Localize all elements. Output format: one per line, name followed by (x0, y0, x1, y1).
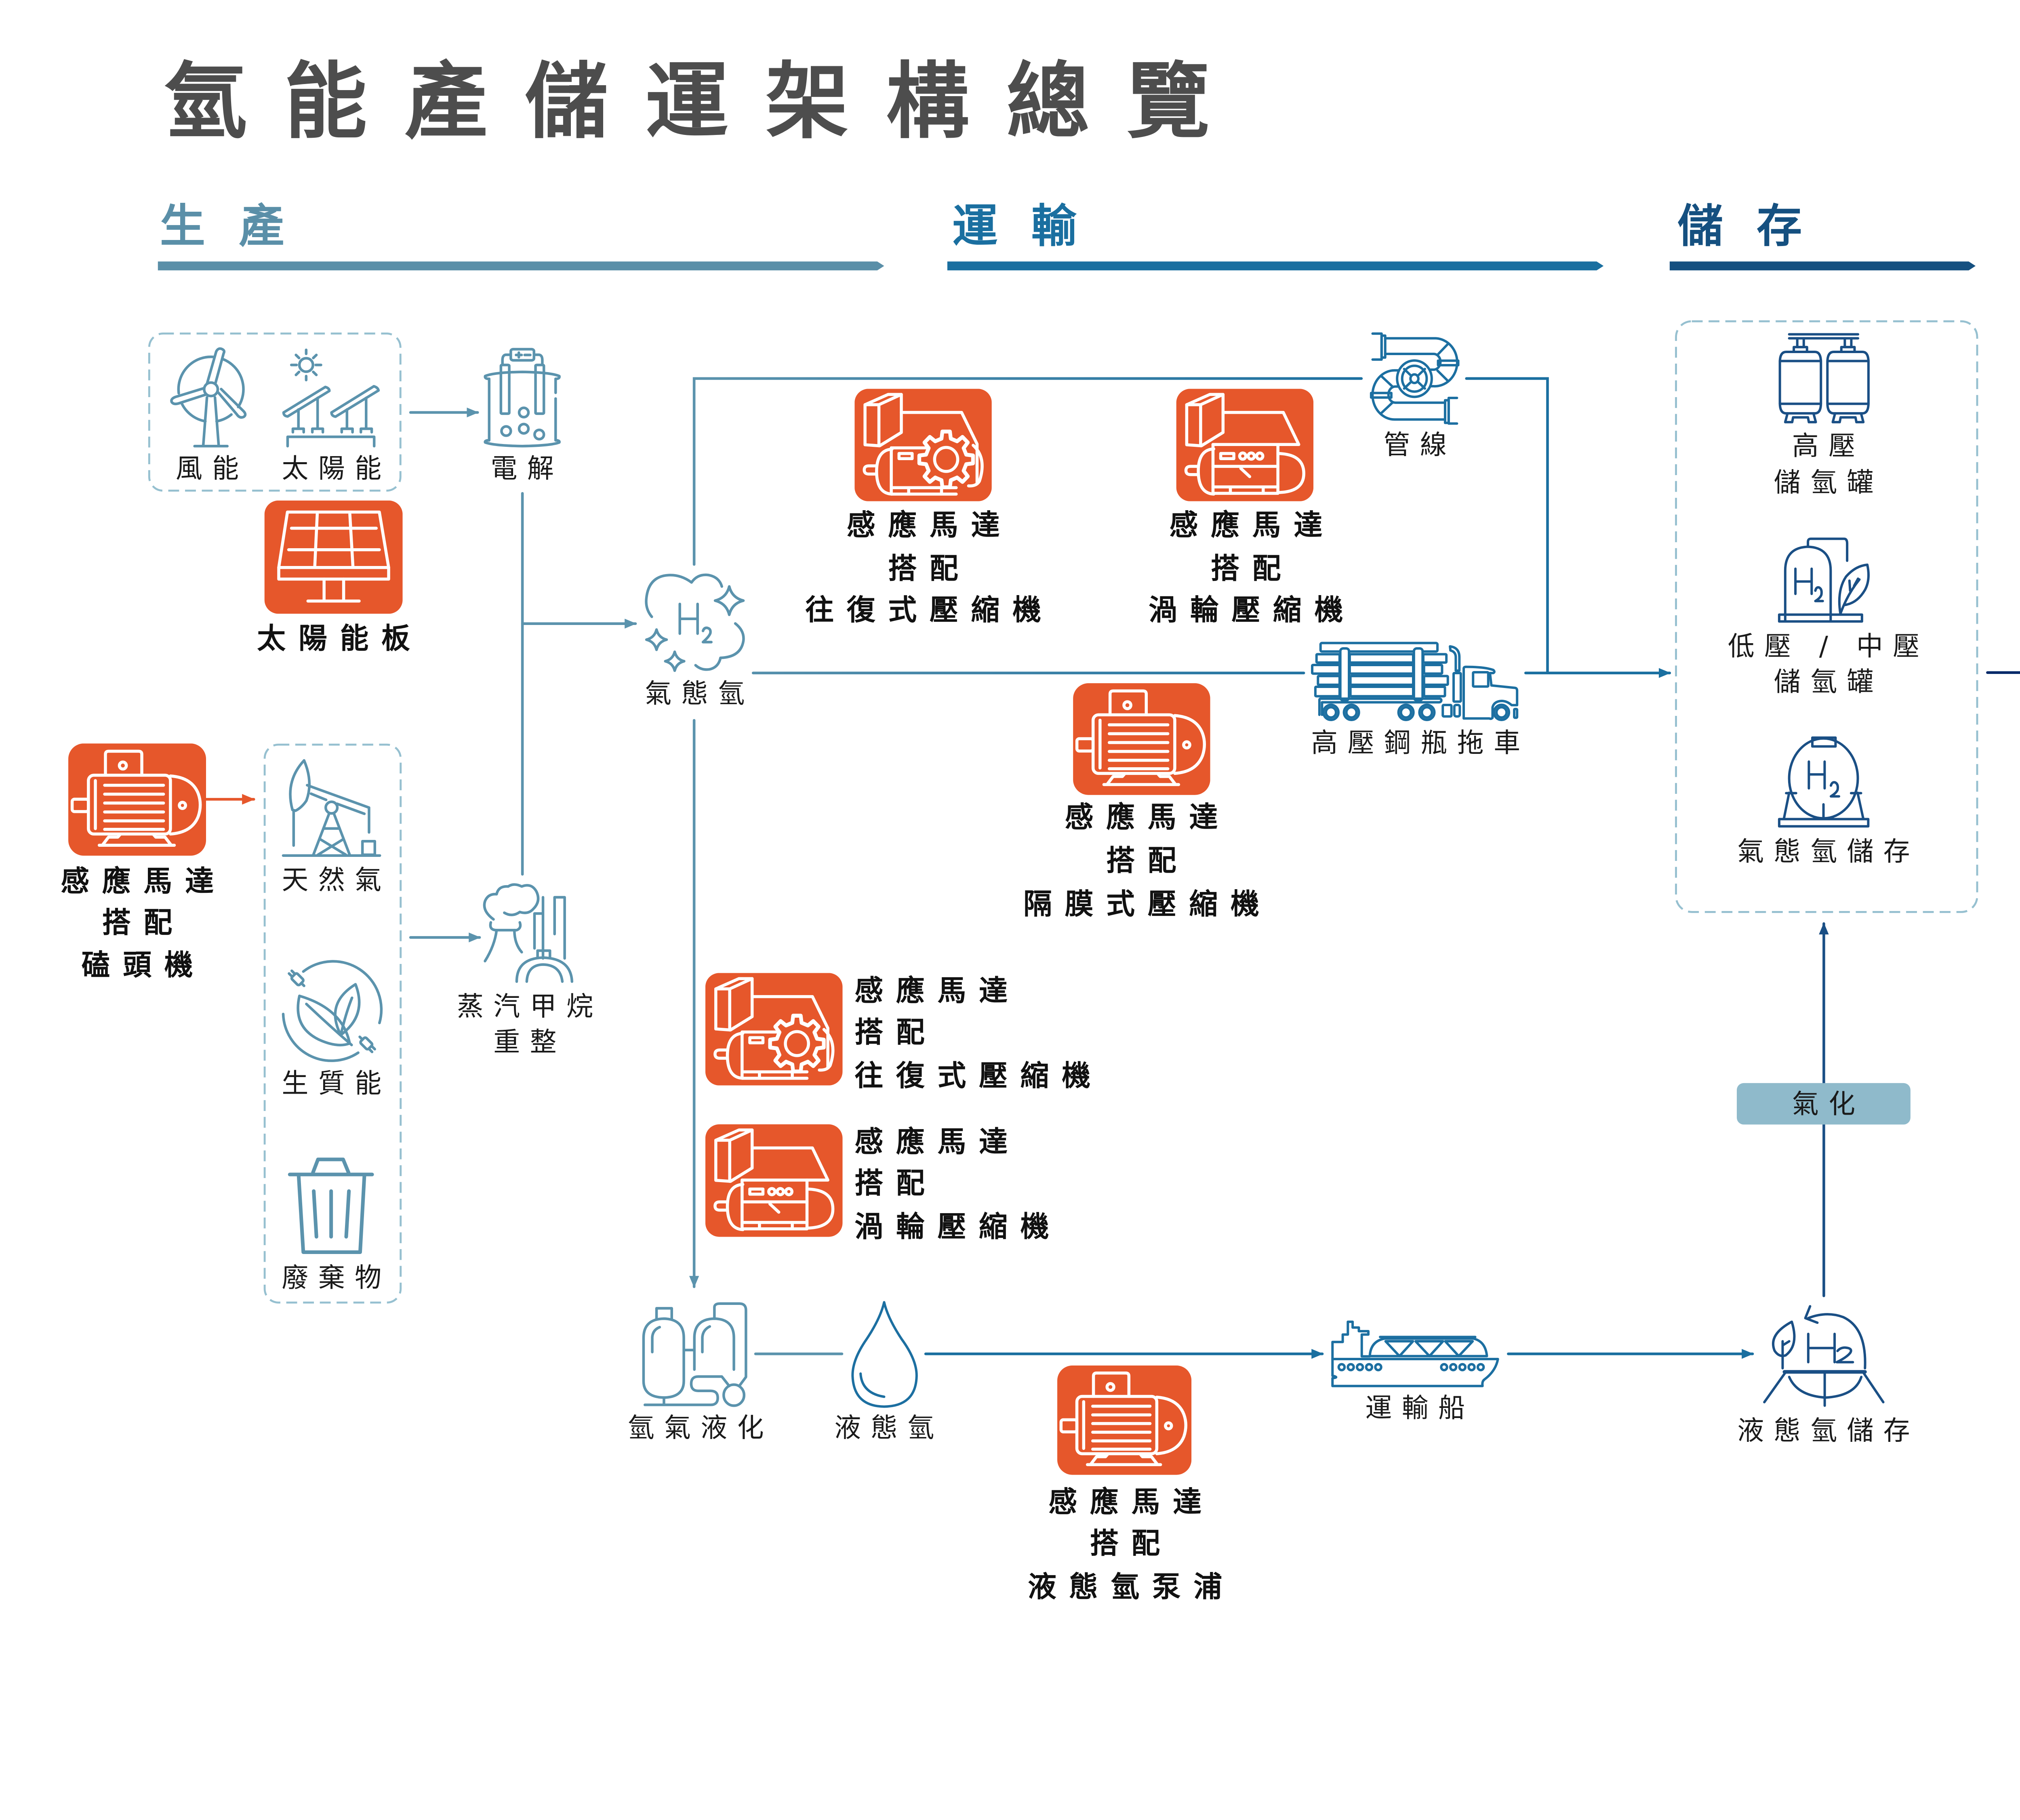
motor-label-line2: 搭配 (1106, 844, 1189, 877)
waste-label: 廢棄物 (282, 1262, 391, 1293)
production-labels: 風能 太陽能 電解 太陽能板 感應馬達 搭配 磕頭機 天然氣 生質能 廢棄物 蒸… (61, 453, 603, 1293)
solar-panel-tile-icon (265, 501, 403, 614)
high-pressure-tanks-icon (1780, 334, 1869, 422)
gas-storage-sphere-icon (1779, 738, 1868, 826)
liquefaction-label: 氫氣液化 (628, 1412, 774, 1443)
motor-label-line1: 感應馬達 (854, 1125, 1020, 1158)
production-connectors (204, 407, 637, 943)
carrier-ship-icon (1332, 1322, 1498, 1386)
motor-label-line2: 搭配 (854, 1015, 937, 1049)
motor-label-line3: 渦輪壓縮機 (854, 1210, 1062, 1243)
turbo-compressor-motor-tile-icon (1176, 389, 1314, 501)
gasification-tag-background (1736, 1083, 1911, 1125)
motor-label-line2: 搭配 (1211, 551, 1294, 585)
storage-labels: 高壓 儲氫罐 低壓 / 中壓 儲氫罐 氣態氫儲存 液態氫儲存 (1728, 430, 1930, 1446)
induction-motor-tile-icon (1057, 1366, 1191, 1475)
liquid-drop-icon (852, 1302, 916, 1406)
motor-label-line2: 搭配 (1090, 1527, 1173, 1560)
motor-label-line3: 渦輪壓縮機 (1149, 593, 1356, 627)
gasification-label: 氣化 (1792, 1088, 1865, 1119)
storage-group-outline (1675, 320, 1978, 913)
natural-gas-label: 天然氣 (282, 865, 391, 896)
reciprocating-compressor-motor-tile-icon (854, 389, 992, 501)
stage-label-production: 生產 (160, 200, 318, 252)
induction-motor-tile-icon (1073, 683, 1210, 795)
smr-label-line2: 重整 (493, 1026, 566, 1057)
connector-pipeline-to-storage (1465, 377, 1549, 675)
page-title: 氫能產儲運架構總覽 (164, 54, 1247, 150)
stage-bar-production (158, 261, 884, 271)
gas-storage-label: 氣態氫儲存 (1737, 836, 1920, 867)
feedstock-group-outline (263, 743, 402, 1304)
solar-label: 太陽能 (282, 453, 391, 484)
wind-label: 風能 (176, 453, 249, 484)
motor-label-line2: 搭配 (854, 1166, 937, 1200)
trash-can-icon (290, 1159, 372, 1252)
smr-label-line1: 蒸汽甲烷 (457, 991, 603, 1022)
pipeline-icon (1371, 334, 1458, 424)
high-pressure-label-line2: 儲氫罐 (1774, 467, 1883, 498)
connector-to-pipeline (692, 377, 1363, 566)
tube-trailer-truck-icon (1312, 643, 1517, 720)
low-medium-pressure-label-line2: 儲氫罐 (1774, 666, 1883, 697)
motor-label-line3: 隔膜式壓縮機 (1023, 887, 1272, 921)
pumpjack-motor-label-line1: 感應馬達 (61, 865, 226, 898)
motor-label-line3: 液態氫泵浦 (1028, 1570, 1235, 1603)
gaseous-hydrogen-label: 氣態氫 (645, 678, 754, 709)
motor-label-line1: 感應馬達 (1169, 508, 1335, 542)
liquid-storage-label: 液態氫儲存 (1737, 1415, 1920, 1446)
tube-trailer-label: 高壓鋼瓶拖車 (1311, 727, 1530, 758)
wind-turbine-icon (171, 349, 245, 446)
oil-pump-jack-icon (283, 760, 380, 855)
hydrogen-gas-cloud-icon (646, 575, 743, 671)
motor-label-line3: 往復式壓縮機 (805, 593, 1054, 627)
turbo-compressor-motor-tile-icon (705, 1124, 843, 1237)
solar-panel-label: 太陽能板 (257, 622, 423, 655)
biomass-icon (283, 962, 381, 1061)
liquid-hydrogen-storage-icon (1764, 1306, 1883, 1406)
electrolysis-label: 電解 (490, 453, 564, 484)
low-medium-pressure-label-line1: 低壓 / 中壓 (1728, 631, 1930, 662)
solar-power-icon (284, 350, 379, 446)
high-pressure-label-line1: 高壓 (1792, 430, 1865, 461)
renewables-group-outline (148, 332, 402, 492)
biomass-label: 生質能 (282, 1068, 391, 1099)
gasification-tag: 氣化 (1736, 1083, 1911, 1125)
motor-label-line1: 感應馬達 (1065, 800, 1231, 834)
stage-bar-storage (1669, 261, 1976, 271)
stage-bar-transport (947, 261, 1604, 271)
pumpjack-motor-label-line2: 搭配 (102, 906, 185, 939)
liquefaction-tanks-icon (644, 1304, 746, 1406)
transport-connectors (689, 377, 1754, 1359)
steam-methane-reformer-icon (484, 884, 572, 981)
pipeline-label: 管線 (1384, 429, 1457, 461)
liquid-hydrogen-label: 液態氫 (834, 1412, 944, 1443)
carrier-ship-label: 運輸船 (1365, 1392, 1475, 1423)
induction-motor-tile-icon (68, 743, 206, 856)
stage-label-storage: 儲存 (1677, 200, 1835, 252)
motor-label-line3: 往復式壓縮機 (854, 1059, 1103, 1092)
stage-label-transport: 運輸 (952, 200, 1110, 252)
motor-label-line1: 感應馬達 (1048, 1485, 1214, 1519)
electrolyzer-icon (485, 349, 560, 446)
stage-header-storage: 儲存 (1669, 200, 1976, 271)
motor-label-line1: 感應馬達 (847, 508, 1012, 542)
stage-header-production: 生產 (158, 200, 884, 271)
pumpjack-motor-label-line3: 磕頭機 (82, 948, 206, 982)
stage-header-transport: 運輸 (947, 200, 1604, 271)
low-medium-pressure-tank-icon (1779, 539, 1869, 622)
reciprocating-compressor-motor-tile-icon (705, 973, 843, 1085)
transport-labels: 氣態氫 管線 高壓鋼瓶拖車 氫氣液化 液態氫 運輸船 感應馬達 搭配 往復式壓縮… (628, 429, 1530, 1603)
motor-label-line2: 搭配 (888, 551, 971, 585)
motor-label-line1: 感應馬達 (854, 974, 1020, 1008)
application-connectors (1986, 671, 2020, 674)
